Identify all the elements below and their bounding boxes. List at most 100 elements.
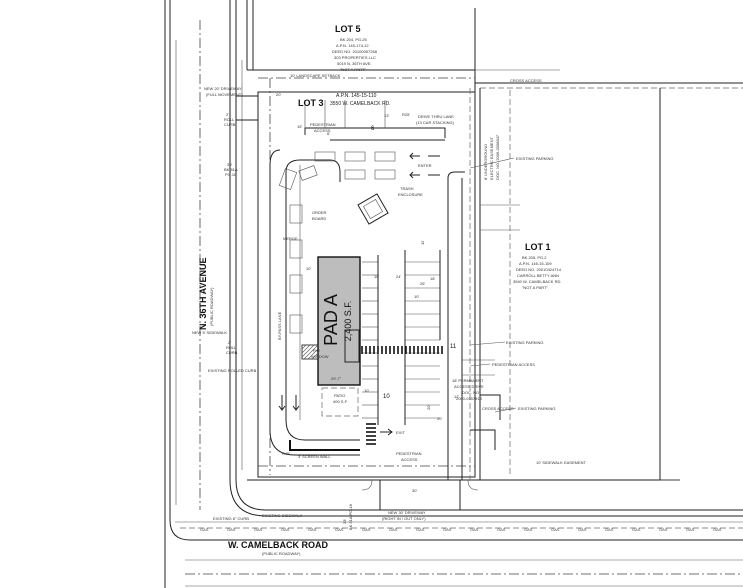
avenue-type: (PUBLIC ROADWAY): [209, 287, 214, 326]
svg-text:EXISTING 6" CURB: EXISTING 6" CURB: [213, 516, 249, 521]
svg-text:BK.205, PG.2: BK.205, PG.2: [522, 255, 547, 260]
gas-line-label: GAS: [227, 527, 236, 532]
gas-line-label: GAS: [497, 527, 506, 532]
svg-text:P/U: P/U: [313, 348, 320, 353]
svg-text:PATIO: PATIO: [334, 393, 345, 398]
svg-text:EXISTING PARKING: EXISTING PARKING: [516, 156, 554, 161]
existing-parking-leaders: [469, 157, 517, 413]
svg-text:ENCLOSURE: ENCLOSURE: [398, 192, 423, 197]
stall-number-11: 11: [450, 344, 457, 350]
svg-text:33': 33': [342, 519, 347, 524]
road-type: (PUBLIC ROADWAY): [262, 551, 301, 556]
svg-text:DEED NO. 20010424714: DEED NO. 20010424714: [516, 267, 562, 272]
gas-line-label: GAS: [308, 527, 317, 532]
pad-name: PAD A: [321, 294, 341, 346]
n-36th-avenue: [164, 0, 267, 588]
svg-text:EXISTING ROLLED CURB: EXISTING ROLLED CURB: [208, 368, 257, 373]
svg-text:BK.51A PG.18: BK.51A PG.18: [348, 503, 353, 530]
svg-text:PG.18: PG.18: [225, 172, 237, 177]
gas-line-label: GAS: [470, 527, 479, 532]
svg-text:BK.204, PG.25: BK.204, PG.25: [340, 37, 367, 42]
svg-text:EXISTING PARKING: EXISTING PARKING: [518, 406, 556, 411]
svg-text:WINDOW: WINDOW: [311, 354, 329, 359]
svg-text:18' PERMANENT: 18' PERMANENT: [452, 378, 484, 383]
pad-area: 2,400 S.F.: [343, 301, 353, 342]
gas-line-label: GAS: [200, 527, 209, 532]
svg-text:303 PROPERTIES LLC: 303 PROPERTIES LLC: [334, 55, 376, 60]
svg-text:5019 N. 36TH AVE.: 5019 N. 36TH AVE.: [337, 61, 372, 66]
gas-line-label: GAS: [686, 527, 695, 532]
svg-text:EXISTING PARKING: EXISTING PARKING: [506, 340, 544, 345]
gas-line-label: GAS: [362, 527, 371, 532]
svg-text:ENTER: ENTER: [418, 163, 432, 168]
svg-text:12': 12': [454, 394, 459, 399]
new-driveway-full-sub: (FULL MOVEMENT): [206, 92, 243, 97]
screen-wall: [289, 440, 360, 451]
svg-text:DOC. NO. 2006-0308847: DOC. NO. 2006-0308847: [495, 134, 500, 180]
svg-text:CARROLL BETTY ANN: CARROLL BETTY ANN: [517, 273, 559, 278]
svg-text:EXISTING SIDEWALK: EXISTING SIDEWALK: [262, 513, 303, 518]
patio: [321, 387, 359, 417]
svg-text:DOC. NO.: DOC. NO.: [462, 390, 480, 395]
svg-text:ACCESS: ACCESS: [314, 128, 331, 133]
gas-line-label: GAS: [281, 527, 290, 532]
svg-text:(RIGHT IN / OUT ONLY): (RIGHT IN / OUT ONLY): [382, 516, 426, 521]
lot3-boundary: [247, 77, 680, 481]
landscape-setback-label: 10' LANDSCAPE SETBACK: [290, 73, 341, 78]
svg-text:10': 10': [306, 266, 311, 271]
direction-arrows: [278, 152, 440, 436]
svg-text:26': 26': [420, 281, 425, 286]
svg-text:A.P.N. 145-174-12: A.P.N. 145-174-12: [336, 43, 369, 48]
svg-text:"NOT A PART": "NOT A PART": [340, 67, 367, 72]
gas-line-label: GAS: [605, 527, 614, 532]
svg-text:EXIT: EXIT: [396, 430, 405, 435]
svg-text:20': 20': [426, 405, 431, 410]
dim-pad-width: 29'-7": [331, 376, 342, 381]
svg-text:CROSS ACCESS: CROSS ACCESS: [482, 406, 514, 411]
svg-text:10': 10': [364, 388, 369, 393]
gas-line-label: GAS: [335, 527, 344, 532]
svg-text:ACCESS: ACCESS: [401, 457, 418, 462]
svg-text:R45': R45': [282, 451, 290, 456]
lot5-info: BK.204, PG.25 A.P.N. 145-174-12 DEED NO.…: [332, 37, 378, 72]
svg-text:MERGE: MERGE: [283, 236, 298, 241]
stacking-cars-top: [278, 151, 396, 334]
driveways: [236, 95, 479, 510]
svg-text:PEDESTRIAN ACCESS: PEDESTRIAN ACCESS: [492, 362, 535, 367]
pad-a-building: PAD A 2,400 S.F.: [317, 256, 361, 386]
crosswalk: [361, 346, 443, 445]
svg-text:13': 13': [384, 113, 389, 118]
stall-number-6: 6: [371, 126, 375, 132]
svg-text:NEW 30' DRIVEWAY: NEW 30' DRIVEWAY: [388, 510, 426, 515]
svg-text:15': 15': [297, 124, 302, 129]
pickup-window-hatch: [301, 344, 319, 360]
gas-line-label: GAS: [578, 527, 587, 532]
svg-text:3540 W. CAMELBACK RD.: 3540 W. CAMELBACK RD.: [513, 279, 561, 284]
svg-text:18': 18': [430, 276, 435, 281]
stall-number-10: 10: [383, 394, 390, 400]
drive-thru-lane: [269, 127, 446, 456]
svg-text:PEDESTRIAN: PEDESTRIAN: [310, 122, 336, 127]
lot3-apn: A.P.N. 145-15-110: [336, 93, 377, 99]
svg-text:ELECTRIC EASEMENT: ELECTRIC EASEMENT: [489, 137, 494, 180]
lot1-title: LOT 1: [525, 242, 551, 252]
svg-text:DEED NO. 20100057268: DEED NO. 20100057268: [332, 49, 378, 54]
gas-line-label: GAS: [416, 527, 425, 532]
lot5-title: LOT 5: [335, 24, 361, 34]
svg-text:24': 24': [396, 274, 401, 279]
svg-text:18': 18': [374, 274, 379, 279]
gas-line-label: GAS: [443, 527, 452, 532]
svg-text:2': 2': [228, 340, 231, 345]
svg-text:10': 10': [414, 294, 419, 299]
svg-text:2': 2': [226, 112, 229, 117]
svg-text:30': 30': [412, 488, 417, 493]
lot1-boundary: [479, 88, 680, 481]
svg-text:TRASH: TRASH: [400, 186, 414, 191]
top-parking-stalls: [304, 100, 386, 128]
svg-text:400 S.F.: 400 S.F.: [333, 399, 348, 404]
svg-text:A.P.N. 145-15-109: A.P.N. 145-15-109: [519, 261, 552, 266]
svg-text:20': 20': [276, 92, 281, 97]
svg-text:ROLL: ROLL: [224, 117, 235, 122]
